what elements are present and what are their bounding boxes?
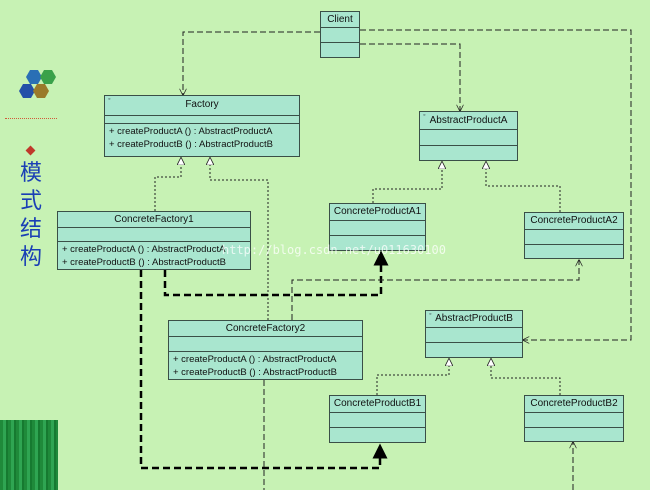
operation: + createProductA () : AbstractProductA — [173, 354, 337, 365]
grass-decoration — [0, 420, 58, 490]
edge-cf2-creates-a2 — [291, 260, 579, 320]
class-abstract-product-a[interactable]: ◦ AbstractProductA — [419, 111, 518, 161]
class-factory[interactable]: ◦ Factory + createProductA () : Abstract… — [104, 95, 300, 157]
edge-cf1-creates-a1 — [163, 250, 389, 297]
edge-client-abstract-product-a — [360, 43, 460, 111]
edge-cf2-factory — [210, 158, 269, 320]
edge-client-abstract-product-b — [360, 29, 632, 340]
side-title-char: 式 — [19, 189, 42, 214]
class-name: AbstractProductB — [435, 313, 513, 324]
class-name: ConcreteProductA1 — [333, 206, 422, 217]
class-concrete-product-b2[interactable]: ConcreteProductB2 — [524, 395, 624, 442]
operation: + createProductB () : AbstractProductB — [109, 139, 273, 150]
edge-b2-abstract-b — [491, 359, 561, 395]
edge-cf1-creates-b1 — [139, 270, 388, 470]
interface-marker: ◦ — [429, 311, 432, 318]
side-title-char: 模 — [19, 161, 42, 186]
class-name: ConcreteProductB1 — [333, 398, 422, 409]
operation: + createProductB () : AbstractProductB — [173, 367, 337, 378]
class-name: AbstractProductA — [429, 115, 508, 126]
side-title: 模 式 结 构 — [17, 160, 45, 272]
divider-line — [5, 118, 57, 119]
edge-a2-abstract-a — [486, 162, 561, 212]
interface-marker: ◦ — [423, 112, 426, 119]
class-concrete-product-b1[interactable]: ConcreteProductB1 — [329, 395, 426, 443]
class-name: Factory — [185, 99, 219, 110]
edge-client-factory — [183, 31, 320, 95]
interface-marker: ◦ — [108, 96, 111, 103]
operation: + createProductA () : AbstractProductA — [109, 126, 273, 137]
class-concrete-product-a2[interactable]: ConcreteProductA2 — [524, 212, 624, 259]
side-title-char: 构 — [19, 245, 42, 270]
class-name: ConcreteFactory2 — [225, 323, 306, 334]
class-client[interactable]: Client — [320, 11, 360, 58]
class-name: ConcreteFactory1 — [114, 214, 194, 225]
class-name: ConcreteProductB2 — [530, 398, 618, 409]
class-concrete-product-a1[interactable]: ConcreteProductA1 — [329, 203, 426, 251]
operation: + createProductA () : AbstractProductA — [62, 244, 226, 255]
class-name: Client — [327, 14, 353, 25]
watermark-text: http://blog.csdn.net/u011630100 — [222, 243, 446, 257]
edge-a1-abstract-a — [372, 162, 442, 203]
operation: + createProductB () : AbstractProductB — [62, 257, 226, 268]
class-abstract-product-b[interactable]: ◦ AbstractProductB — [425, 310, 523, 358]
class-concrete-factory2[interactable]: ConcreteFactory2 + createProductA () : A… — [168, 320, 363, 380]
edge-cf1-factory — [154, 158, 181, 211]
class-concrete-factory1[interactable]: ConcreteFactory1 + createProductA () : A… — [57, 211, 251, 270]
side-title-char: 结 — [19, 217, 42, 242]
hexagon-logo-icon — [19, 70, 56, 98]
edge-b1-abstract-b — [376, 359, 449, 395]
class-name: ConcreteProductA2 — [530, 215, 618, 226]
